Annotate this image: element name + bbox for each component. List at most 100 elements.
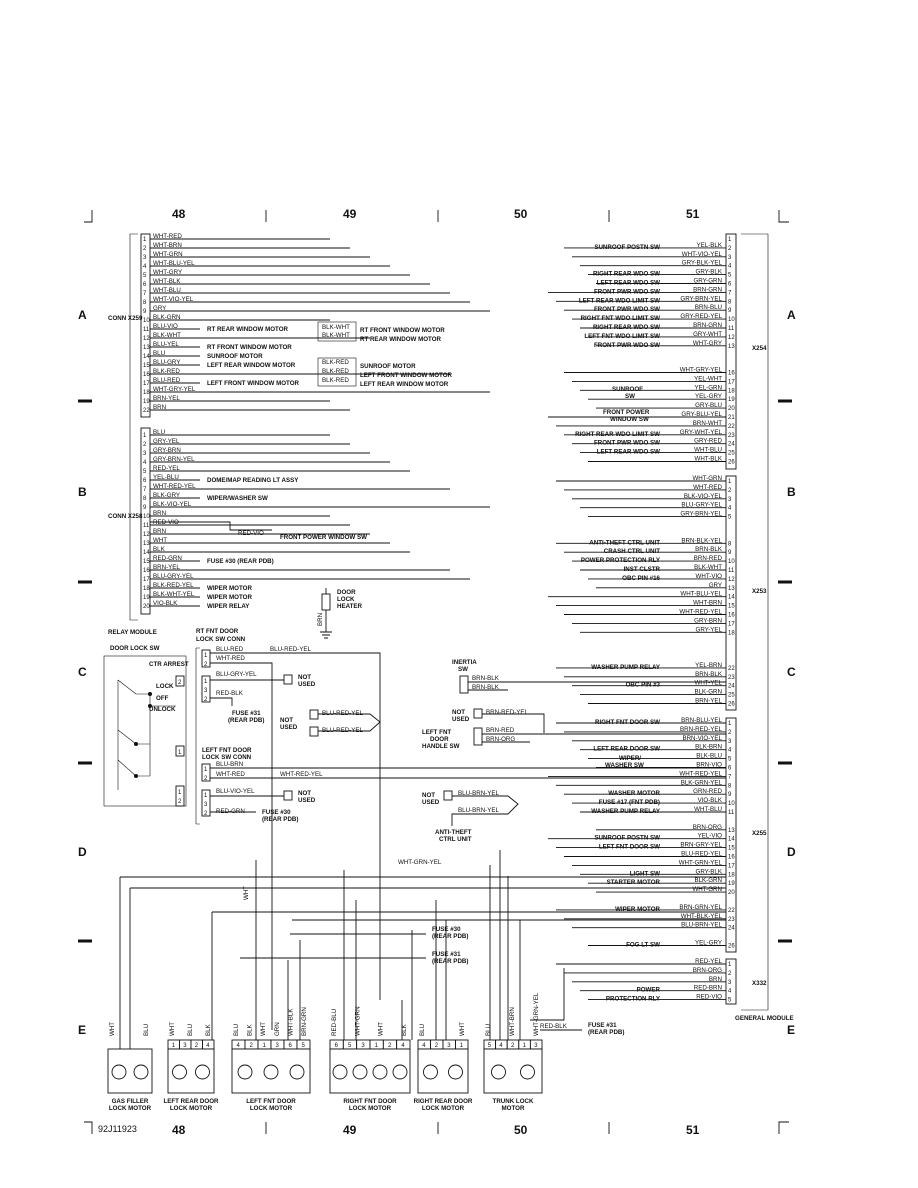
x255-wire-14: YEL-VIO (698, 833, 723, 840)
brn-red-yel-label: BRN-RED-YEL (486, 709, 529, 716)
x253-label: X253 (752, 588, 767, 595)
x253-pin-25: 25 (728, 693, 735, 699)
x258-pin-4: 4 (143, 460, 147, 466)
x253-wire-9: BRN-BLK (695, 546, 723, 553)
x258-extras: RED-VIO FRONT POWER WINDOW SW DOOR LOCK … (150, 521, 367, 639)
motor-5-pin-2: 2 (511, 1043, 515, 1049)
not-used-1b: USED (298, 681, 316, 688)
x259-pin-14: 14 (143, 354, 150, 360)
x258-wire-18: BLK-RED-YEL (153, 582, 194, 589)
x254-target-2: SUNROOF POSTN SW (594, 244, 660, 251)
motor-3-name-2: LOCK MOTOR (349, 1105, 392, 1112)
sunroof-sw-1: SUNROOF (612, 386, 643, 393)
x255-wire-1: BRN-BLU-YEL (681, 717, 722, 724)
x332-pin-1: 1 (728, 962, 732, 968)
motor-3-pin-3: 3 (361, 1043, 365, 1049)
x259-pin-22: 22 (143, 408, 150, 414)
row-d-left: D (78, 845, 87, 859)
fuse30-lower-b: (REAR PDB) (432, 933, 468, 940)
x258-wire-15: RED-GRN (153, 555, 182, 562)
rt-fnt-door-conn-1: RT FNT DOOR (196, 628, 239, 635)
motor-4-wire-0: BLU (419, 1024, 426, 1036)
fuse30-label-1a: FUSE #30 (262, 809, 291, 816)
x253-wire-13: GRY (709, 582, 722, 589)
col-51-top: 51 (686, 207, 700, 221)
x332-wire-4: RED-BRN (694, 985, 722, 992)
conn-x258-label: CONN X258 (108, 513, 143, 520)
x254-wire-22: BRN-WHT (693, 420, 722, 427)
motor-1-pin-2: 2 (195, 1043, 199, 1049)
x253-wire-24: WHT-YEL (694, 680, 722, 687)
x255-target-10: FUSE #17 (FNT PDB) (599, 799, 660, 806)
x255-pin-8: 8 (728, 783, 732, 789)
x258-pin-19: 19 (143, 595, 150, 601)
x255-wire-9: GRN-RED (693, 788, 722, 795)
x253-wire-11: BLK-WHT (694, 564, 722, 571)
x253-pin-12: 12 (728, 577, 735, 583)
x254-wire-8: GRY-BRN-YEL (680, 295, 722, 302)
x258-target-15: FUSE #30 (REAR PDB) (207, 558, 274, 565)
motor-2-wire-4: WHT-BLK (287, 1008, 294, 1036)
rt-fnt-door-conn-2: LOCK SW CONN (196, 636, 246, 643)
x259-pin-2: 2 (143, 246, 147, 252)
x259-pin-8: 8 (143, 300, 147, 306)
x255-wire-17: WHT-GRN-YEL (679, 859, 723, 866)
x258-pin-18: 18 (143, 586, 150, 592)
off-label: OFF (156, 695, 169, 702)
x254-pin-3: 3 (728, 255, 732, 261)
blu-gry-yel-label: BLU-GRY-YEL (216, 671, 257, 678)
x254-pin-9: 9 (728, 308, 732, 314)
sunroof-motor-2: SUNROOF MOTOR (360, 363, 416, 370)
x253-pin-1: 1 (728, 479, 732, 485)
x253-wire-8: BRN-BLK-YEL (681, 537, 722, 544)
x255-wire-6: BRN-VIO (696, 762, 722, 769)
x253-pin-15: 15 (728, 604, 735, 610)
x255-pin-2: 2 (728, 730, 732, 736)
motor-3-coil-1 (352, 1064, 368, 1080)
x253-wire-4: BLU-GRY-YEL (681, 502, 722, 509)
x259-wire-2: WHT-BRN (153, 242, 182, 249)
motor-0-wire-1: BLU (143, 1024, 150, 1036)
brn-blk-label: BRN-BLK (472, 675, 500, 682)
svg-text:2: 2 (204, 697, 208, 703)
x254-pin-17: 17 (728, 379, 735, 385)
col-49-bottom: 49 (343, 1123, 357, 1137)
motor-2-coil-1 (263, 1064, 279, 1080)
x258-pin-17: 17 (143, 577, 150, 583)
x253-wire-18: GRY-YEL (696, 626, 723, 633)
motor-3-coil-0 (332, 1064, 348, 1080)
x254-wire-23: GRY-WHT-YEL (680, 429, 723, 436)
x254-pin-11: 11 (728, 326, 735, 332)
x253-target-24: OBC PIN #3 (626, 682, 661, 689)
svg-text:1: 1 (178, 750, 182, 756)
x254-target-23: RIGHT REAR WDO LIMIT SW (575, 431, 660, 438)
x255-pin-17: 17 (728, 863, 735, 869)
x254-pin-20: 20 (728, 406, 735, 412)
x255-pin-22: 22 (728, 908, 735, 914)
x258-wire-13: WHT (153, 537, 167, 544)
not-used-5a: NOT (422, 792, 435, 799)
x255-target-1: RIGHT FNT DOOR SW (595, 719, 660, 726)
x254-wire-5: GRY-BLK (696, 269, 723, 276)
motor-4-coil-1 (448, 1064, 463, 1080)
row-b-left: B (78, 485, 87, 499)
left-fnt-door-conn-1: LEFT FNT DOOR (202, 747, 252, 754)
x254-pin-22: 22 (728, 424, 735, 430)
lower-harness: WHT-GRN-YEL WHT FUSE #30 (REAR PDB) FUSE… (119, 850, 726, 1050)
x253-pin-24: 24 (728, 684, 735, 690)
x254-pin-7: 7 (728, 290, 732, 296)
x255-wire-8: BLK-GRN-YEL (681, 779, 723, 786)
motor-3-wire-0: RED-BLU (331, 1009, 338, 1036)
x254-pin-18: 18 (728, 388, 735, 394)
x254-wire-16: WHT-GRY-YEL (680, 367, 723, 374)
motor-5-pin-4: 4 (499, 1043, 503, 1049)
inertia-sw-2: SW (458, 666, 468, 673)
x255-pin-26: 26 (728, 944, 735, 950)
red-vio-label: RED-VIO (238, 530, 264, 537)
blu-vio-yel-label: BLU-VIO-YEL (216, 788, 255, 795)
col-48-bottom: 48 (172, 1123, 186, 1137)
